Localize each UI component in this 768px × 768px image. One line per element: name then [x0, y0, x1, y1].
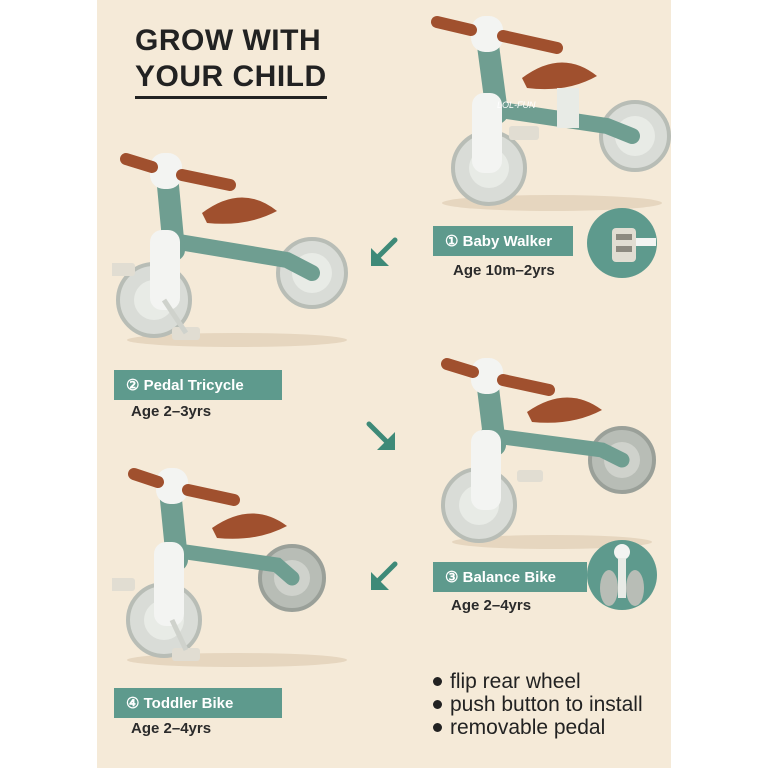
stage-label-toddler-bike: ④ Toddler Bike [114, 688, 282, 718]
feature-text: push button to install [450, 693, 643, 716]
stage-age-pedal-tricycle: Age 2–3yrs [131, 403, 212, 420]
wheel-detail-inset [587, 540, 657, 610]
stage-age-baby-walker: Age 10m–2yrs [453, 262, 555, 279]
product-infographic: GROW WITH YOUR CHILD LOL-FUN [97, 0, 671, 768]
balance-bike-image [441, 358, 656, 549]
brand-text: LOL-FUN [497, 100, 536, 110]
stage-label-pedal-tricycle: ② Pedal Tricycle [114, 370, 282, 400]
bullet-dot-icon [433, 677, 442, 686]
feature-text: removable pedal [450, 716, 606, 739]
headline-line-1: GROW WITH [135, 24, 322, 57]
stage-age-toddler-bike: Age 2–4yrs [131, 720, 212, 737]
headline-line-2: YOUR CHILD [135, 60, 327, 99]
feature-list: flip rear wheel push button to install r… [433, 670, 643, 739]
feature-text: flip rear wheel [450, 670, 581, 693]
down-right-arrow-icon [366, 421, 395, 450]
bullet-dot-icon [433, 723, 442, 732]
stage-label-balance-bike: ③ Balance Bike [433, 562, 587, 592]
bullet-dot-icon [433, 700, 442, 709]
feature-item: push button to install [433, 693, 643, 716]
feature-item: removable pedal [433, 716, 643, 739]
feature-item: flip rear wheel [433, 670, 643, 693]
stage-age-balance-bike: Age 2–4yrs [451, 597, 532, 614]
baby-walker-bike-image: LOL-FUN [431, 16, 671, 211]
stage-label-baby-walker: ① Baby Walker [433, 226, 573, 256]
down-left-arrow-icon [371, 237, 398, 266]
pedal-detail-inset [587, 208, 657, 278]
down-left-arrow-icon [371, 561, 398, 590]
pedal-tricycle-image [112, 153, 348, 347]
toddler-bike-image [112, 468, 347, 667]
